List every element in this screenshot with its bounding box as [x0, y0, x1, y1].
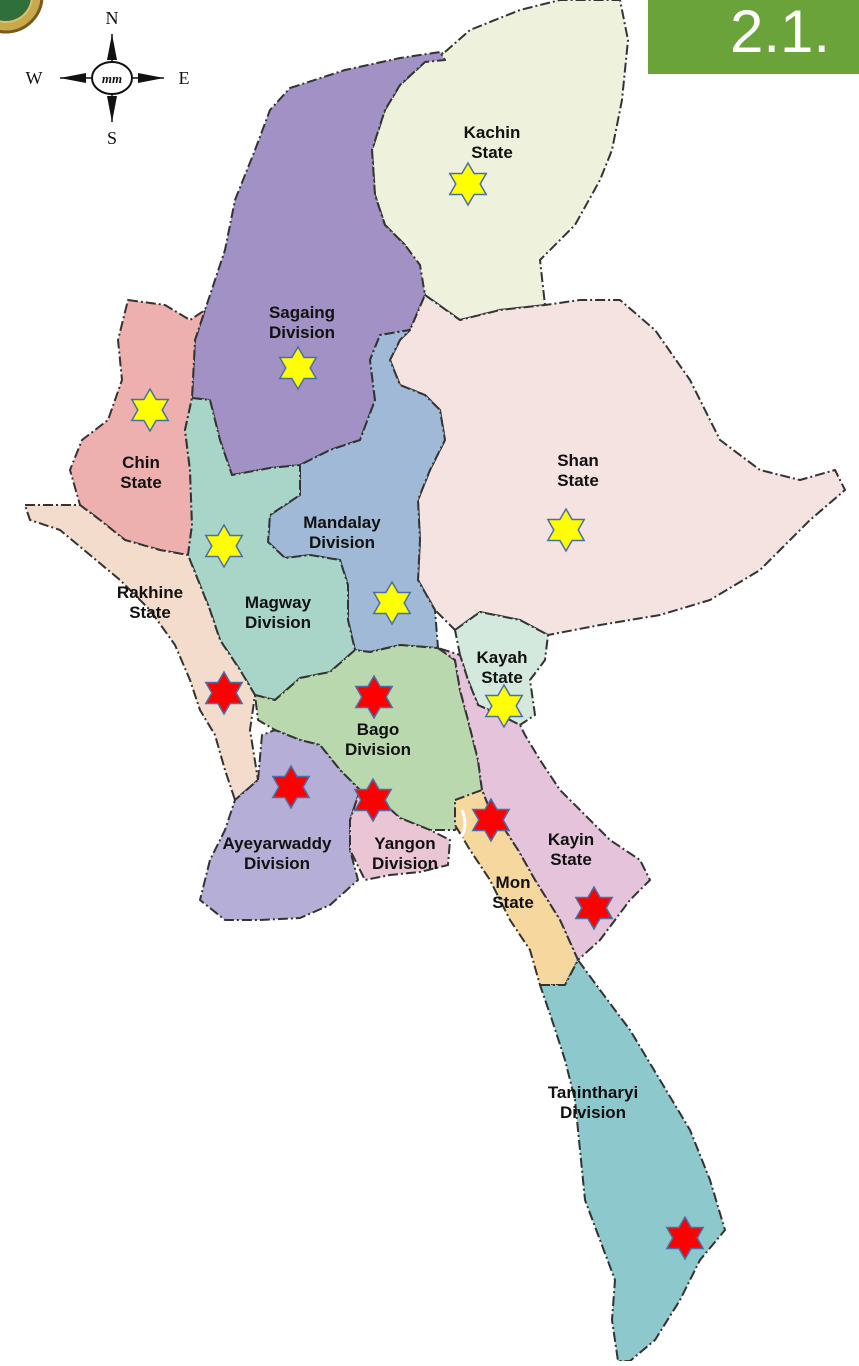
- section-number: 2.1.: [730, 0, 831, 65]
- region-label-line: Kayin: [548, 830, 594, 849]
- region-kachin[interactable]: [371, 0, 629, 321]
- region-label-line: Rakhine: [117, 583, 183, 602]
- markers-layer: [130, 161, 705, 1261]
- compass-letter-e: E: [179, 68, 190, 88]
- region-label-line: Sagaing: [269, 303, 335, 322]
- region-label-line: State: [550, 850, 592, 869]
- region-label-line: Division: [244, 854, 310, 873]
- compass-arrow-north-icon: [107, 34, 117, 60]
- yellow-star-marker-magway[interactable]: [204, 523, 244, 569]
- yellow-star-marker-shan[interactable]: [546, 507, 586, 553]
- region-shan[interactable]: [389, 294, 846, 636]
- red-star-marker-rakhine[interactable]: [204, 670, 244, 716]
- yellow-star-marker-kayah[interactable]: [484, 683, 524, 729]
- red-star-marker-mon[interactable]: [471, 797, 511, 843]
- region-label-line: Magway: [245, 593, 312, 612]
- compass-arrow-south-icon: [107, 96, 117, 122]
- red-star-marker-yangon[interactable]: [353, 777, 393, 823]
- region-label-line: Yangon: [374, 834, 435, 853]
- region-label-line: Kayah: [476, 648, 527, 667]
- yellow-star-marker-kachin[interactable]: [448, 161, 488, 207]
- region-label-line: Tanintharyi: [548, 1083, 638, 1102]
- compass-letter-s: S: [107, 128, 117, 148]
- yellow-star-marker-chin[interactable]: [130, 387, 170, 433]
- region-label-line: Division: [560, 1103, 626, 1122]
- region-label-line: Bago: [357, 720, 400, 739]
- region-tanintharyi[interactable]: [539, 959, 726, 1362]
- red-star-marker-kayin[interactable]: [574, 885, 614, 931]
- region-label-line: Division: [345, 740, 411, 759]
- region-label-line: State: [129, 603, 171, 622]
- yellow-star-marker-sagaing[interactable]: [278, 345, 318, 391]
- region-label-line: Ayeyarwaddy: [223, 834, 333, 853]
- compass-letter-w: W: [26, 68, 43, 88]
- region-kayah[interactable]: [454, 611, 549, 726]
- region-label-line: State: [471, 143, 513, 162]
- region-kayin[interactable]: [437, 647, 651, 961]
- region-label-line: Mandalay: [303, 513, 381, 532]
- compass-arrow-west-icon: [60, 73, 86, 83]
- region-label-line: Shan: [557, 451, 599, 470]
- red-star-marker-ayeyarwady[interactable]: [271, 764, 311, 810]
- region-label-line: Division: [245, 613, 311, 632]
- river-marking: [450, 809, 467, 850]
- region-ayeyarwady[interactable]: [199, 729, 361, 921]
- section-banner: 2.1.: [648, 0, 859, 74]
- compass-center-logo: [91, 61, 133, 95]
- region-label-line: State: [481, 668, 523, 687]
- region-label-line: Mon: [496, 873, 531, 892]
- regions-layer: [24, 0, 846, 1362]
- region-label-line: Division: [269, 323, 335, 342]
- region-label-line: Division: [372, 854, 438, 873]
- compass-rose: mm N S E W: [26, 8, 190, 148]
- compass-letter-n: N: [106, 8, 119, 28]
- region-label-line: Chin: [122, 453, 160, 472]
- region-label-line: State: [492, 893, 534, 912]
- region-label-line: State: [120, 473, 162, 492]
- region-label-line: State: [557, 471, 599, 490]
- compass-arrow-east-icon: [138, 73, 164, 83]
- region-label-line: Kachin: [464, 123, 521, 142]
- red-star-marker-bago[interactable]: [354, 674, 394, 720]
- red-star-marker-tanintharyi[interactable]: [665, 1215, 705, 1261]
- yellow-star-marker-mandalay[interactable]: [372, 580, 412, 626]
- government-emblem: [0, 0, 44, 34]
- region-label-line: Division: [309, 533, 375, 552]
- compass-logo-text: mm: [102, 71, 122, 86]
